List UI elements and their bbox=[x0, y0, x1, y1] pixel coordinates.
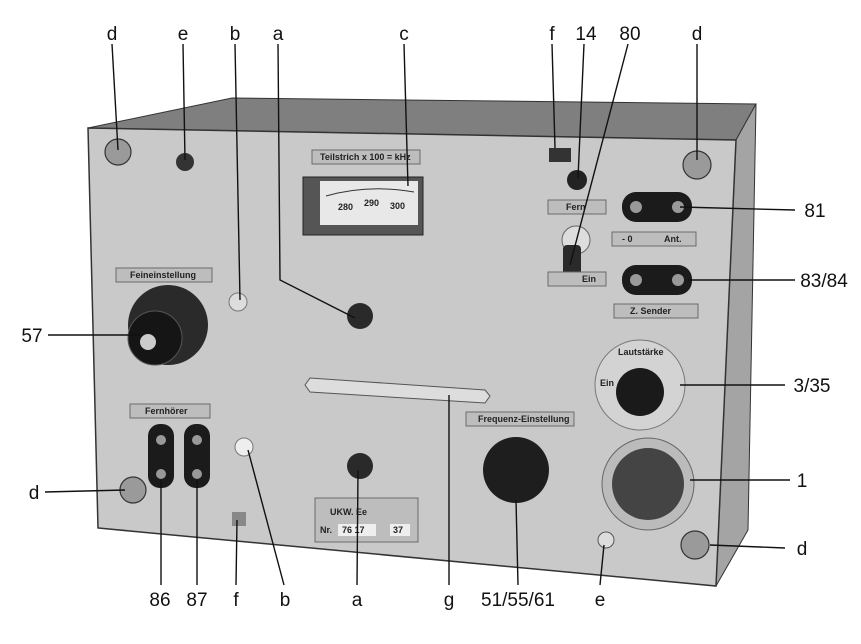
callout-e: e bbox=[595, 590, 606, 611]
callouts-right: 81 83/84 3/35 1 d bbox=[794, 201, 849, 560]
lamp-14 bbox=[567, 170, 587, 190]
volume-on-text: Ein bbox=[600, 378, 614, 388]
callout-g: g bbox=[444, 590, 455, 611]
antenna-plate-right: Ant. bbox=[664, 234, 682, 244]
callout-87: 87 bbox=[186, 590, 207, 611]
callout-51-55-61: 51/55/61 bbox=[481, 590, 555, 611]
callout-d: d bbox=[107, 24, 118, 45]
frequency-plate-text: Frequenz-Einstellung bbox=[478, 414, 570, 424]
callout-a: a bbox=[352, 590, 363, 611]
volume-knob[interactable] bbox=[616, 368, 664, 416]
lamp-b-lower bbox=[234, 437, 254, 457]
jack-86[interactable] bbox=[148, 424, 174, 488]
fine-tuning-plate-text: Feineinstellung bbox=[130, 270, 196, 280]
handle[interactable] bbox=[304, 377, 491, 404]
transmitter-socket-83-84[interactable] bbox=[622, 265, 692, 295]
callout-d: d bbox=[692, 24, 703, 45]
jack-87[interactable] bbox=[184, 424, 210, 488]
callout-f: f bbox=[233, 590, 239, 611]
meter-tick-label: 290 bbox=[364, 198, 379, 208]
callout-3-35: 3/35 bbox=[794, 376, 831, 397]
callout-81: 81 bbox=[804, 201, 825, 222]
type-plate-text: UKW. Ee bbox=[330, 507, 367, 517]
callouts-bottom: 86 87 f b a g 51/55/61 e bbox=[149, 590, 605, 611]
antenna-plate-left: - 0 bbox=[622, 234, 633, 244]
fine-tuning-knob[interactable] bbox=[127, 310, 183, 366]
fuse-f bbox=[232, 512, 246, 526]
callout-b: b bbox=[230, 24, 241, 45]
frequency-knob[interactable] bbox=[483, 437, 549, 503]
frequency-plate bbox=[465, 411, 575, 427]
callout-d: d bbox=[797, 539, 808, 560]
callouts-top: d e b a c f 14 80 d bbox=[107, 24, 703, 45]
serial-label: Nr. bbox=[320, 525, 332, 535]
callout-83-84: 83/84 bbox=[800, 271, 848, 292]
headphones-plate-text: Fernhörer bbox=[145, 406, 188, 416]
headphones-plate bbox=[129, 403, 211, 419]
corner-screws bbox=[104, 138, 712, 560]
volume-plate-text: Lautstärke bbox=[618, 347, 664, 357]
remote-plate bbox=[547, 199, 607, 215]
transmitter-plate bbox=[613, 303, 699, 319]
lamp-e bbox=[176, 153, 194, 171]
remote-plate-text: Fern bbox=[566, 202, 586, 212]
leader-lines bbox=[44, 43, 796, 586]
callout-57: 57 bbox=[21, 326, 42, 347]
serial-number: 76 17 bbox=[342, 525, 365, 535]
callout-14: 14 bbox=[575, 24, 597, 45]
callout-1: 1 bbox=[797, 471, 808, 492]
callout-a: a bbox=[273, 24, 284, 45]
antenna-socket-81[interactable] bbox=[622, 192, 692, 222]
callouts-left: 57 d bbox=[21, 326, 42, 504]
on-plate-text: Ein bbox=[582, 274, 596, 284]
on-plate bbox=[547, 271, 607, 287]
serial-suffix: 37 bbox=[393, 525, 403, 535]
meter-tick-label: 280 bbox=[338, 202, 353, 212]
callout-e: e bbox=[178, 24, 189, 45]
socket-a-lower[interactable] bbox=[347, 453, 373, 479]
meter-dial bbox=[320, 181, 418, 225]
transmitter-plate-text: Z. Sender bbox=[630, 306, 672, 316]
callout-c: c bbox=[399, 24, 409, 45]
callout-86: 86 bbox=[149, 590, 170, 611]
callout-f: f bbox=[549, 24, 555, 45]
fine-tuning-plate bbox=[115, 267, 213, 283]
meter-plate-text: Teilstrich x 100 = kHz bbox=[320, 152, 411, 162]
screw-icon bbox=[680, 530, 710, 560]
indicator-f bbox=[549, 148, 571, 162]
meter-tick-label: 300 bbox=[390, 201, 405, 211]
meter-plate bbox=[311, 149, 421, 165]
meter-scale-arc bbox=[325, 188, 415, 197]
antenna-plate bbox=[611, 231, 697, 247]
callout-b: b bbox=[280, 590, 291, 611]
callout-d: d bbox=[29, 483, 40, 504]
callout-80: 80 bbox=[619, 24, 640, 45]
lamp-e-lower bbox=[597, 531, 615, 549]
socket-a[interactable] bbox=[347, 303, 373, 329]
lamp-b bbox=[228, 292, 248, 312]
knob-cap bbox=[140, 334, 156, 350]
